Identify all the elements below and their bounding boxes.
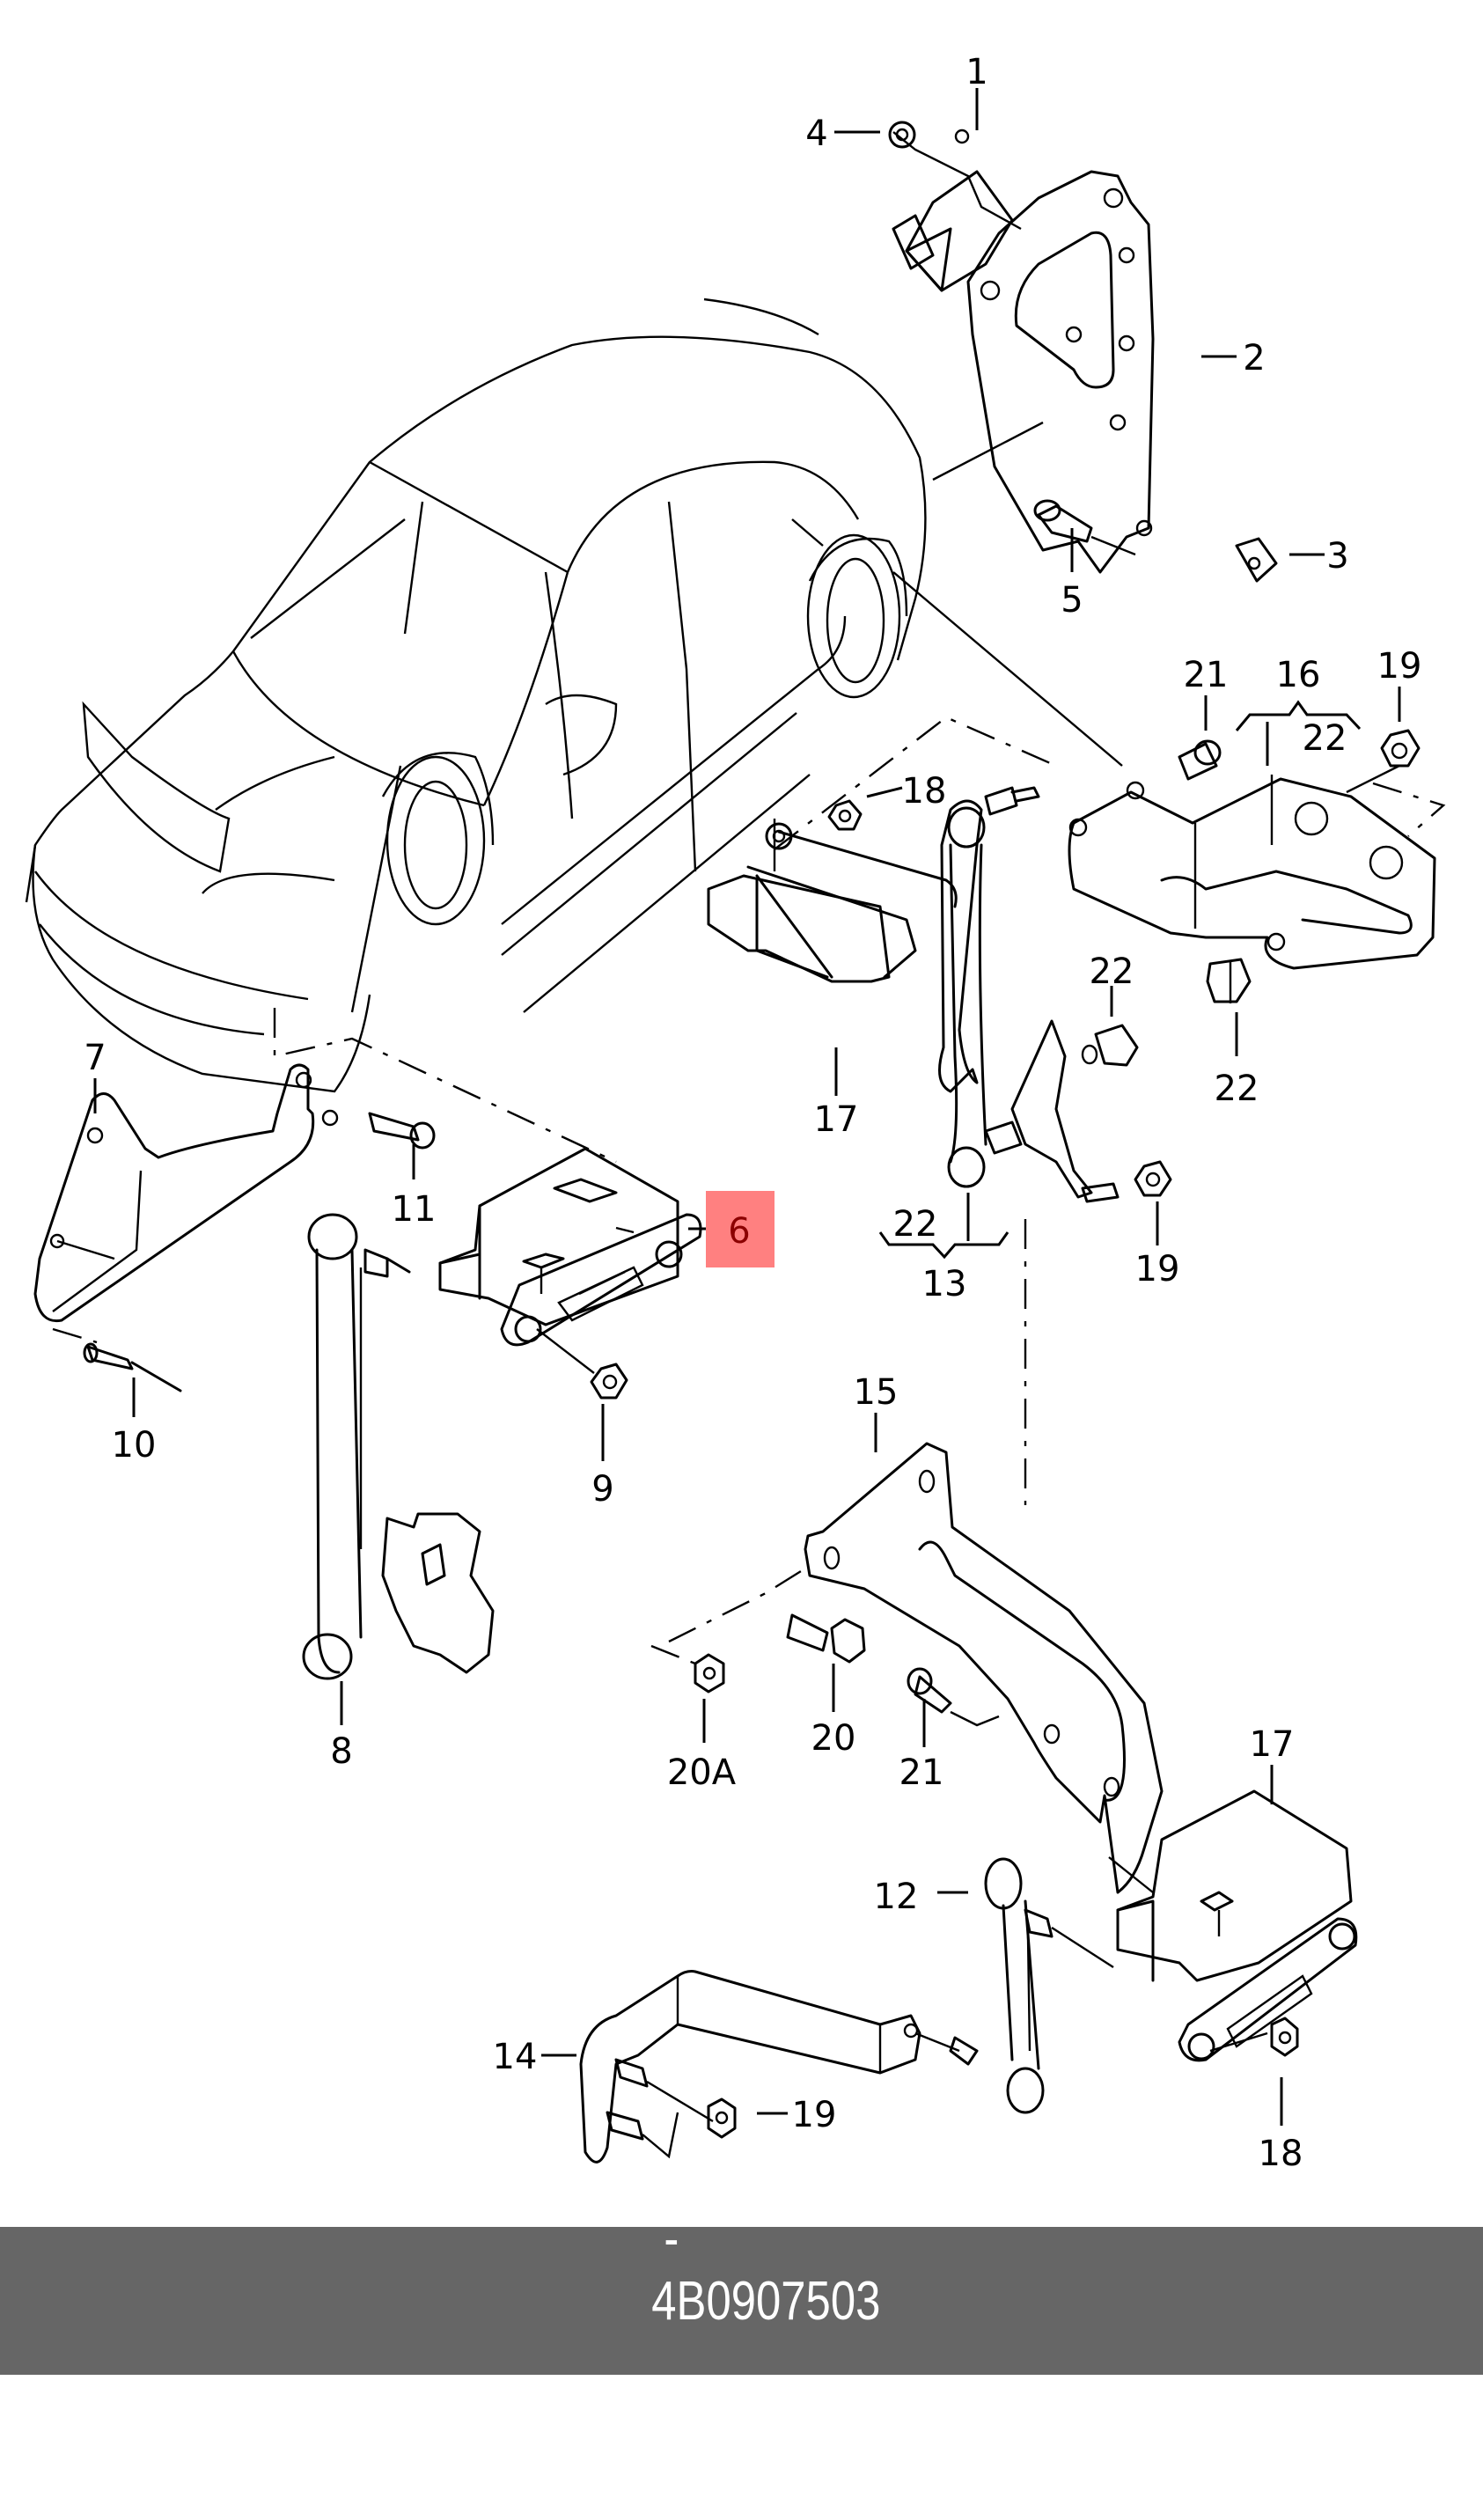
part-link-12 bbox=[949, 1857, 1114, 2114]
parts-diagram: 1 2 3 4 5 6 7 8 9 10 11 12 13 14 15 16 1… bbox=[25, 52, 1446, 2174]
part-rivet-10 bbox=[83, 1342, 182, 1392]
callout-22-bracket-16[interactable]: 22 bbox=[1303, 718, 1347, 759]
part-clip-3 bbox=[1235, 537, 1278, 583]
callout-20[interactable]: 20 bbox=[811, 1718, 856, 1759]
callout-15[interactable]: 15 bbox=[854, 1372, 899, 1413]
callout-21-upper[interactable]: 21 bbox=[1184, 655, 1229, 695]
part-nut-19-upper bbox=[1346, 729, 1446, 837]
part-sensor-6 bbox=[438, 1147, 702, 1400]
callout-16[interactable]: 16 bbox=[1276, 655, 1321, 695]
callout-10[interactable]: 10 bbox=[112, 1425, 157, 1466]
callout-4[interactable]: 4 bbox=[805, 114, 827, 154]
part-sensor-17-upper bbox=[707, 716, 1057, 983]
callout-19-upper[interactable]: 19 bbox=[1377, 646, 1422, 687]
callout-13[interactable]: 13 bbox=[922, 1264, 967, 1304]
part-bracket-7 bbox=[33, 1008, 617, 1344]
callout-18-lower[interactable]: 18 bbox=[1259, 2134, 1303, 2174]
callout-20A[interactable]: 20A bbox=[667, 1752, 737, 1793]
part-bracket-2 bbox=[966, 170, 1155, 574]
callout-2[interactable]: 2 bbox=[1243, 338, 1265, 378]
part-control-unit bbox=[888, 121, 1022, 292]
footer-bar: audi - 4B0907503 N - 6 bbox=[0, 2146, 1483, 2457]
part-bracket-14 bbox=[579, 1970, 960, 2164]
part-sensor-17-lower bbox=[1108, 1789, 1358, 2062]
part-bolt-20 bbox=[786, 1613, 866, 1664]
callout-14[interactable]: 14 bbox=[493, 2037, 538, 2077]
callout-17-lower[interactable]: 17 bbox=[1250, 1724, 1295, 1765]
part-bolt-21-lower bbox=[907, 1667, 1000, 1727]
part-clip-22-mid bbox=[1081, 1024, 1139, 1067]
callout-3[interactable]: 3 bbox=[1326, 536, 1348, 577]
callout-labels: 1 2 3 4 5 6 7 8 9 10 11 12 13 14 15 16 1… bbox=[84, 52, 1421, 2174]
car-illustration bbox=[25, 298, 1123, 1093]
callout-21-lower[interactable]: 21 bbox=[899, 1752, 944, 1793]
callout-17-upper[interactable]: 17 bbox=[814, 1099, 859, 1140]
callout-1[interactable]: 1 bbox=[965, 52, 987, 92]
callout-19-lower[interactable]: 19 bbox=[792, 2095, 837, 2135]
callout-11[interactable]: 11 bbox=[392, 1189, 437, 1230]
footer-part-number: 4B0907503 bbox=[651, 2270, 881, 2332]
leader-lines bbox=[93, 88, 1401, 2126]
footer-brand: audi bbox=[651, 2145, 737, 2207]
callout-8[interactable]: 8 bbox=[330, 1731, 352, 1772]
callout-5[interactable]: 5 bbox=[1061, 580, 1083, 621]
part-link-rod-8 bbox=[302, 1213, 495, 1680]
callout-22-mid[interactable]: 22 bbox=[1090, 951, 1134, 992]
part-bolt-11 bbox=[368, 1112, 436, 1150]
part-bolt-21-upper bbox=[1178, 739, 1222, 781]
callout-22-link-13[interactable]: 22 bbox=[893, 1204, 938, 1245]
part-link-13 bbox=[938, 786, 1172, 1505]
footer-position-label: N - 6 bbox=[651, 2395, 749, 2457]
part-bracket-15 bbox=[668, 1442, 1164, 1894]
callout-7[interactable]: 7 bbox=[84, 1038, 106, 1078]
highlight-box bbox=[706, 1191, 775, 1267]
part-nut-20A bbox=[650, 1644, 725, 1693]
part-clip-22-right bbox=[1206, 958, 1252, 1003]
footer-caption: audi - 4B0907503 N - 6 bbox=[602, 2083, 881, 2520]
callout-22-right[interactable]: 22 bbox=[1215, 1069, 1259, 1109]
callout-19-middle[interactable]: 19 bbox=[1135, 1249, 1180, 1289]
callout-6[interactable]: 6 bbox=[728, 1211, 750, 1252]
part-bolt-5 bbox=[1033, 499, 1136, 556]
callout-18-upper[interactable]: 18 bbox=[902, 771, 947, 812]
part-bracket-16 bbox=[1068, 775, 1436, 970]
callout-12[interactable]: 12 bbox=[874, 1877, 919, 1917]
footer-separator: - bbox=[664, 2208, 679, 2269]
callout-9[interactable]: 9 bbox=[591, 1469, 613, 1510]
